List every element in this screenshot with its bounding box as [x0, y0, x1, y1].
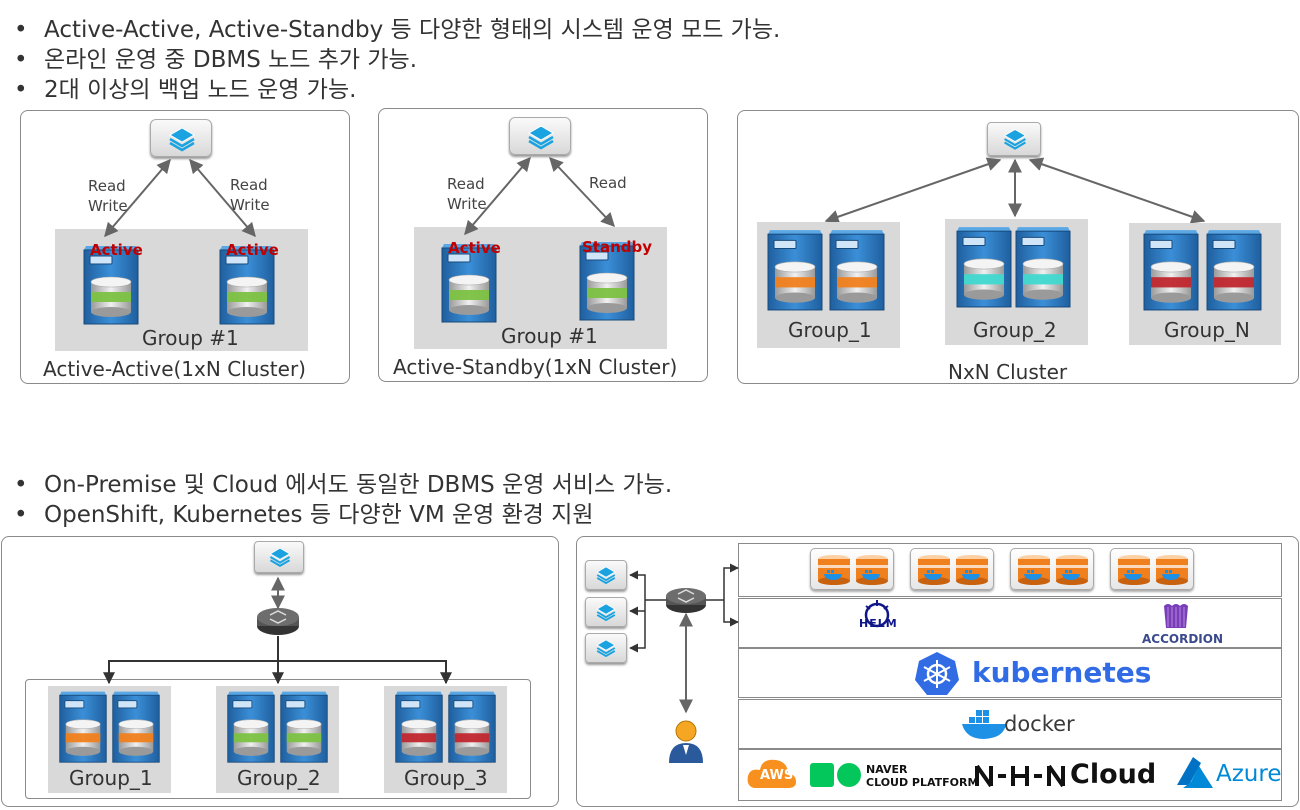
docker-db-pod-icon [1110, 548, 1194, 590]
db-server-icon [440, 240, 498, 324]
client-layers-icon [987, 122, 1041, 156]
db-server-icon [447, 688, 497, 764]
helm-label: HELM [859, 617, 898, 630]
node-status-active: Active [448, 239, 501, 257]
layer-docker [738, 699, 1282, 749]
user-icon [669, 720, 703, 763]
panel-caption: Active-Standby(1xN Cluster) [393, 355, 678, 379]
docker-db-pod-icon [910, 548, 994, 590]
arrow-label-left: Read Write [447, 175, 487, 213]
db-server-icon [766, 226, 824, 312]
client-layers-icon [509, 117, 571, 155]
db-server-icon [279, 688, 329, 764]
group-label: Group_2 [237, 766, 321, 790]
group-label: Group_N [1164, 318, 1250, 342]
client-layers-icon [585, 633, 627, 663]
group-label: Group_3 [404, 766, 488, 790]
layer-kubernetes [738, 648, 1282, 698]
naver-label: NAVER CLOUD PLATFORM [866, 763, 978, 789]
docker-db-pod-icon [810, 548, 894, 590]
docker-label: docker [1004, 712, 1075, 736]
arrow-label-right: Read [589, 174, 627, 192]
node-status-active: Active [226, 241, 279, 259]
panel-caption: NxN Cluster [948, 360, 1068, 384]
node-status-active: Active [90, 241, 143, 259]
db-server-icon [828, 226, 886, 312]
db-server-icon [226, 688, 276, 764]
db-server-icon [1142, 226, 1200, 312]
group-label: Group #1 [142, 326, 239, 350]
naver-line1: NAVER [866, 763, 908, 776]
client-layers-icon [585, 560, 627, 590]
client-layers-icon [254, 541, 304, 573]
client-layers-icon [585, 597, 627, 627]
docker-db-pod-icon [1010, 548, 1094, 590]
db-server-icon [394, 688, 444, 764]
nhn-cloud-label: Cloud [1070, 759, 1157, 790]
arrow-label-left: Read Write [88, 177, 128, 215]
db-server-icon [1014, 223, 1072, 309]
db-server-icon [82, 242, 140, 326]
client-layers-icon [150, 119, 212, 157]
db-server-icon [111, 688, 161, 764]
group-label: Group #1 [501, 324, 598, 348]
naver-line2: CLOUD PLATFORM [866, 776, 979, 789]
azure-label: Azure [1216, 761, 1282, 787]
db-server-icon [1205, 226, 1263, 312]
bullet-vm-environments: OpenShift, Kubernetes 등 다양한 VM 운영 환경 지원 [14, 495, 594, 529]
bullet-onprem-cloud: On-Premise 및 Cloud 에서도 동일한 DBMS 운영 서비스 가… [14, 465, 672, 499]
kubernetes-label: kubernetes [972, 656, 1152, 689]
db-server-icon [955, 223, 1013, 309]
panel-caption: Active-Active(1xN Cluster) [43, 357, 306, 381]
arrow-label-right: Read Write [230, 176, 270, 214]
group-label: Group_2 [973, 318, 1057, 342]
node-status-standby: Standby [582, 238, 653, 256]
layer-helm-accordion [738, 598, 1282, 648]
group-label: Group_1 [69, 766, 153, 790]
db-server-icon [58, 688, 108, 764]
bullet-online-node-add: 온라인 운영 중 DBMS 노드 추가 가능. [14, 40, 417, 74]
bullet-operation-modes: Active-Active, Active-Standby 등 다양한 형태의 … [14, 10, 780, 44]
aws-label: AWS [760, 768, 794, 783]
db-server-icon [218, 242, 276, 326]
group-label: Group_1 [788, 318, 872, 342]
db-server-icon [578, 238, 636, 322]
accordion-label: ACCORDION [1142, 632, 1224, 646]
bullet-backup-nodes: 2대 이상의 백업 노드 운영 가능. [14, 70, 356, 104]
